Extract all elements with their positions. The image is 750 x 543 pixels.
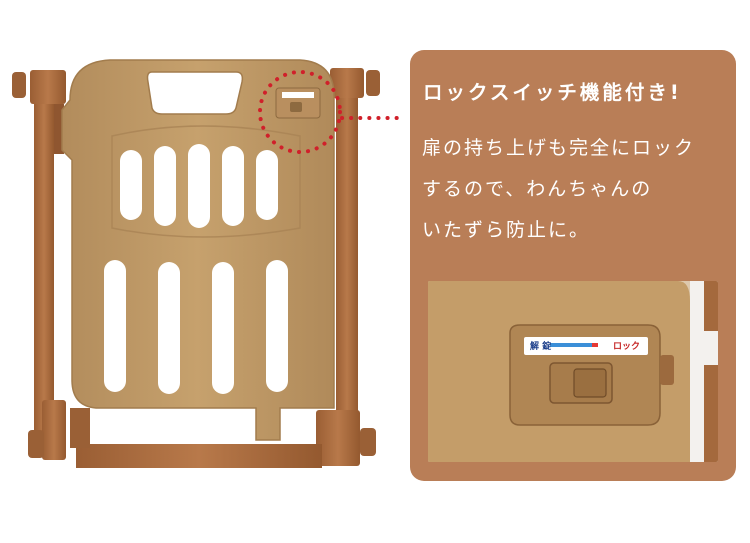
description-line: いたずら防止に。 (422, 219, 591, 241)
unlock-label: 解 錠 (530, 342, 552, 352)
gate-door-panel (61, 59, 335, 441)
feature-panel: ロックスイッチ機能付き! 扉の持ち上げも完全にロック するので、わんちゃんの い… (410, 50, 736, 481)
feature-description: 扉の持ち上げも完全にロック するので、わんちゃんの いたずら防止に。 (422, 128, 732, 251)
description-line: 扉の持ち上げも完全にロック (422, 137, 696, 159)
description-line: するので、わんちゃんの (422, 178, 653, 200)
callout-circle (258, 70, 407, 154)
gate-frame-left (12, 70, 66, 460)
lock-label: ロック (612, 342, 640, 352)
pet-gate-illustration (12, 59, 407, 468)
lock-switch-label: 解 錠 ロック (524, 339, 642, 355)
lock-switch-closeup-photo: 解 錠 ロック (428, 281, 718, 462)
gate-bottom-bar (76, 444, 322, 468)
feature-heading: ロックスイッチ機能付き! (423, 81, 682, 104)
gate-frame-right (316, 68, 380, 466)
